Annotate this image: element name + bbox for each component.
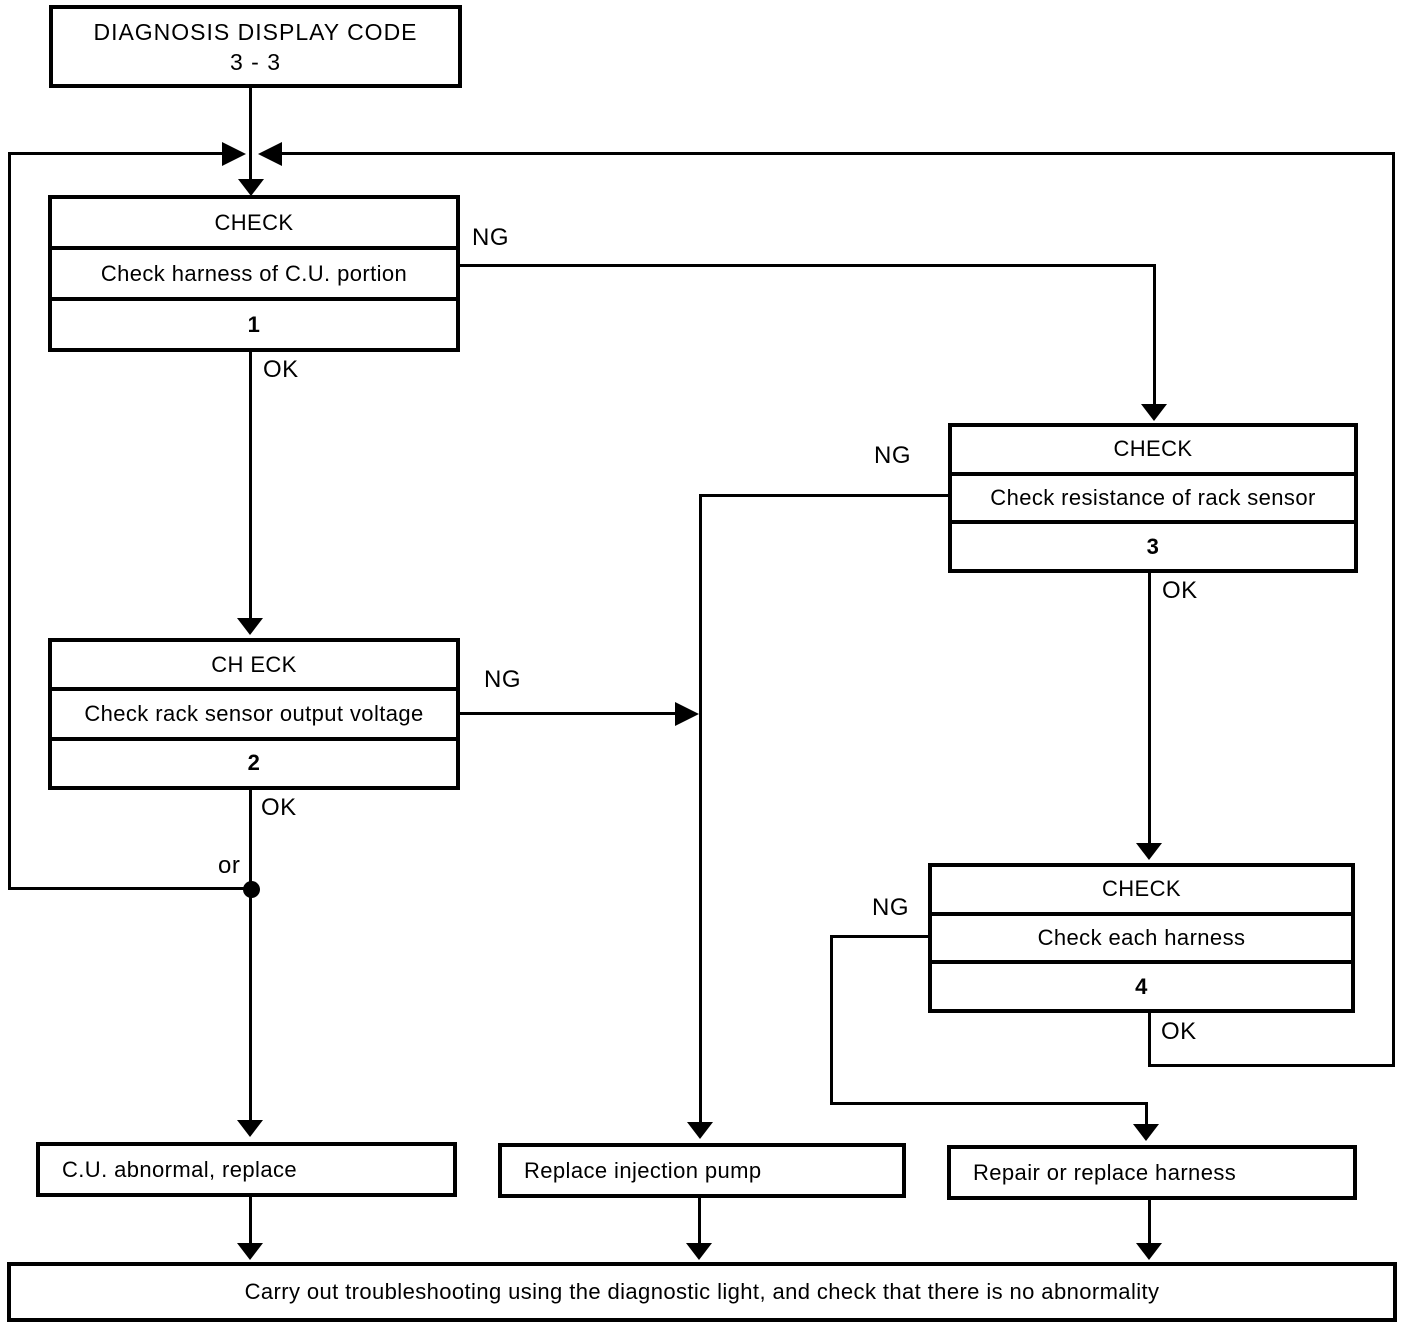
connector-arrow-down-icon (1141, 404, 1167, 421)
connector-arrow-down-icon (1133, 1124, 1159, 1141)
connector-arrow-right-icon (675, 702, 699, 726)
action-cu-abnormal-label: C.U. abnormal, replace (62, 1156, 298, 1182)
check1-ng-line (1153, 264, 1156, 406)
feedback-line-top-left (8, 152, 222, 155)
or-label: or (218, 852, 241, 879)
check1-ng-label: NG (472, 224, 509, 251)
feedback-arrow-left-icon (258, 142, 282, 166)
check4-ng-label: NG (872, 894, 909, 921)
check4-ng-line (830, 1102, 1148, 1105)
check4-ok-line (1148, 1013, 1151, 1067)
feedback-line-top-right (282, 152, 1395, 155)
check3-ok-line (1148, 573, 1151, 845)
connector-arrow-down-icon (687, 1122, 713, 1139)
diagnosis-code-line2: 3 - 3 (229, 48, 282, 75)
diagnosis-code-box: DIAGNOSIS DISPLAY CODE 3 - 3 (49, 5, 462, 88)
pump-to-footer-line (698, 1198, 701, 1245)
connector-arrow-down-icon (1136, 843, 1162, 860)
action-box-cu-abnormal: C.U. abnormal, replace (36, 1142, 457, 1197)
check1-title: CHECK (52, 199, 456, 250)
action-repair-harness-label: Repair or replace harness (973, 1159, 1237, 1185)
footer-troubleshooting-box: Carry out troubleshooting using the diag… (7, 1262, 1397, 1322)
connector-arrow-down-icon (237, 618, 263, 635)
cu-to-footer-line (249, 1197, 252, 1245)
footer-troubleshooting-label: Carry out troubleshooting using the diag… (244, 1279, 1160, 1304)
check3-ng-line (701, 494, 948, 497)
check1-ok-line (249, 352, 252, 620)
connector-arrow-down-icon (237, 1120, 263, 1137)
check2-ng-label: NG (484, 666, 521, 693)
check4-description: Check each harness (932, 916, 1351, 965)
connector-arrow-down-icon (238, 179, 264, 196)
action-box-replace-pump: Replace injection pump (498, 1143, 906, 1198)
feedback-arrow-right-icon (222, 142, 246, 166)
feedback-line-right-edge (1392, 152, 1395, 1067)
check4-title: CHECK (932, 867, 1351, 916)
check4-ok-line (1148, 1064, 1395, 1067)
check1-description: Check harness of C.U. portion (52, 250, 456, 301)
check4-number: 4 (1135, 973, 1148, 999)
diagnosis-code-line1: DIAGNOSIS DISPLAY CODE (93, 18, 418, 45)
check2-description: Check rack sensor output voltage (52, 691, 456, 741)
check-box-2: CH ECK Check rack sensor output voltage … (48, 638, 460, 790)
connector-line (249, 88, 252, 184)
check-box-3: CHECK Check resistance of rack sensor 3 (948, 423, 1358, 573)
action-replace-pump-label: Replace injection pump (524, 1157, 762, 1183)
check3-description: Check resistance of rack sensor (952, 476, 1354, 525)
check2-ok-line (249, 790, 252, 1122)
check3-title: CHECK (952, 427, 1354, 476)
check3-ok-label: OK (1162, 577, 1198, 604)
check4-ng-line (830, 935, 833, 1105)
connector-arrow-down-icon (1136, 1243, 1162, 1260)
check4-ok-label: OK (1161, 1018, 1197, 1045)
repair-to-footer-line (1148, 1200, 1151, 1245)
check1-ok-label: OK (263, 356, 299, 383)
feedback-line-left-edge (8, 152, 11, 890)
check4-ng-line (830, 935, 928, 938)
check-box-1: CHECK Check harness of C.U. portion 1 (48, 195, 460, 352)
check3-ng-label: NG (874, 442, 911, 469)
check2-number: 2 (247, 750, 261, 776)
check4-ng-line (1145, 1102, 1148, 1126)
action-box-repair-harness: Repair or replace harness (947, 1145, 1357, 1200)
middle-drop-line (699, 494, 702, 1124)
check2-ok-label: OK (261, 794, 297, 821)
connector-arrow-down-icon (686, 1243, 712, 1260)
check2-title: CH ECK (52, 642, 456, 692)
check1-number: 1 (247, 311, 261, 337)
or-junction-line (8, 887, 254, 890)
check2-ng-line (460, 712, 676, 715)
check-box-4: CHECK Check each harness 4 (928, 863, 1355, 1013)
connector-arrow-down-icon (237, 1243, 263, 1260)
check1-ng-line (460, 264, 1156, 267)
check3-number: 3 (1146, 533, 1160, 559)
